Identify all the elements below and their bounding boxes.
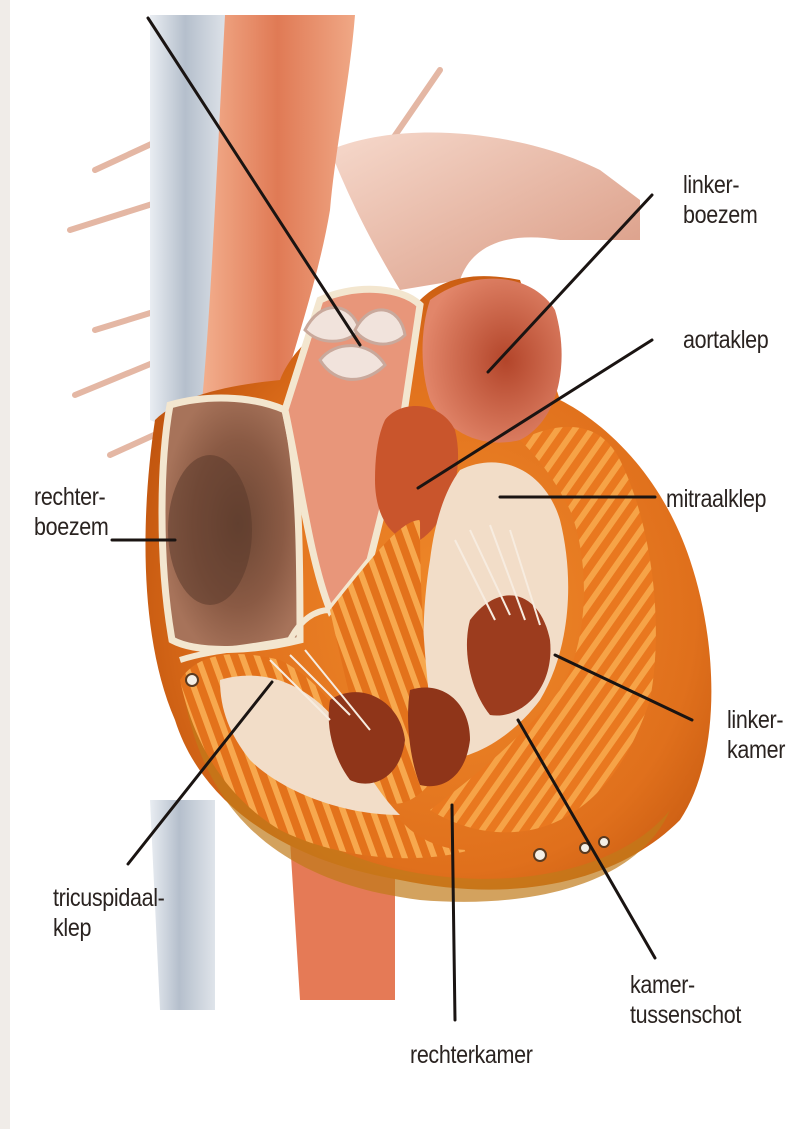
- label-rechterkamer: rechterkamer: [410, 1040, 533, 1070]
- label-linkerkamer: linker- kamer: [727, 705, 785, 765]
- left-edge: [0, 0, 10, 1129]
- label-tricuspidaalklep: tricuspidaal- klep: [53, 883, 164, 943]
- label-kamertussenschot: kamer- tussenschot: [630, 970, 741, 1030]
- label-aortaklep: aortaklep: [683, 325, 768, 355]
- label-linkerboezem: linker- boezem: [683, 170, 757, 230]
- label-rechterboezem: rechter- boezem: [34, 482, 108, 542]
- label-mitraalklep: mitraalklep: [666, 484, 766, 514]
